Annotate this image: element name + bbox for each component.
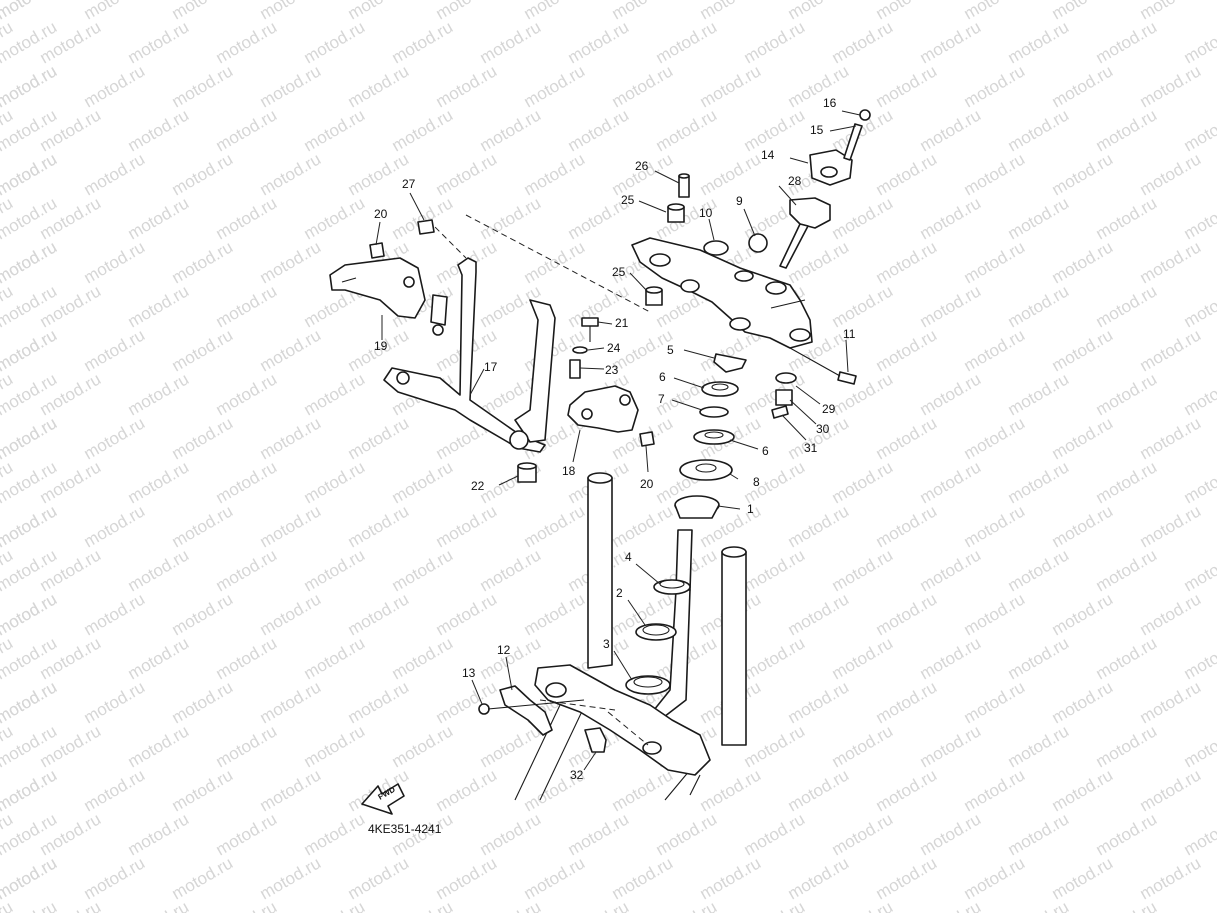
part-label: 24: [607, 341, 621, 355]
front-fork-assembly: [514, 472, 747, 801]
lower-fittings: [478, 685, 607, 753]
part-label: 20: [640, 477, 654, 491]
part-label: 32: [570, 768, 584, 782]
part-label: 17: [484, 360, 498, 374]
fasteners: [369, 219, 857, 483]
part-label: 20: [374, 207, 388, 221]
meter-stay: [329, 257, 426, 319]
part-label: 31: [804, 441, 818, 455]
part-label: 22: [471, 479, 485, 493]
part-label: 28: [788, 174, 802, 188]
part-label: 27: [402, 177, 416, 191]
upper-bracket: [631, 233, 813, 349]
handlebar-holder-assembly: [778, 109, 871, 269]
part-label: 8: [753, 475, 760, 489]
part-label: 14: [761, 148, 775, 162]
leader-lines: [375, 192, 849, 771]
diagram-code: 4KE351-4241: [368, 822, 442, 836]
forward-direction-marker: FWD: [361, 783, 405, 815]
part-label: 23: [605, 363, 619, 377]
part-label: 18: [562, 464, 576, 478]
meter-bracket: [383, 214, 651, 453]
part-label: 21: [615, 316, 629, 330]
bearing-stack: [625, 353, 747, 695]
part-label: 30: [816, 422, 830, 436]
part-label: 16: [823, 96, 837, 110]
part-label: 25: [621, 193, 635, 207]
part-label: 7: [658, 392, 665, 406]
part-labels: 1 2 3 4 5 6 6 7 8 9 10 11 12 13 14 15 16…: [374, 96, 856, 782]
part-label: 6: [762, 444, 769, 458]
part-label: 2: [616, 586, 623, 600]
part-label: 10: [699, 206, 713, 220]
part-label: 11: [843, 327, 856, 341]
part-label: 25: [612, 265, 626, 279]
part-label: 26: [635, 159, 649, 173]
part-label: 4: [625, 550, 632, 564]
part-label: 6: [659, 370, 666, 384]
part-label: 5: [667, 343, 674, 357]
headlight-stay: [567, 385, 639, 433]
part-label: 15: [810, 123, 824, 137]
part-label: 19: [374, 339, 388, 353]
part-label: 29: [822, 402, 836, 416]
part-label: 1: [747, 502, 754, 516]
collars-and-spacer: [629, 170, 690, 306]
part-label: 13: [462, 666, 476, 680]
part-label: 3: [603, 637, 610, 651]
part-label: 9: [736, 194, 743, 208]
part-label: 12: [497, 643, 511, 657]
